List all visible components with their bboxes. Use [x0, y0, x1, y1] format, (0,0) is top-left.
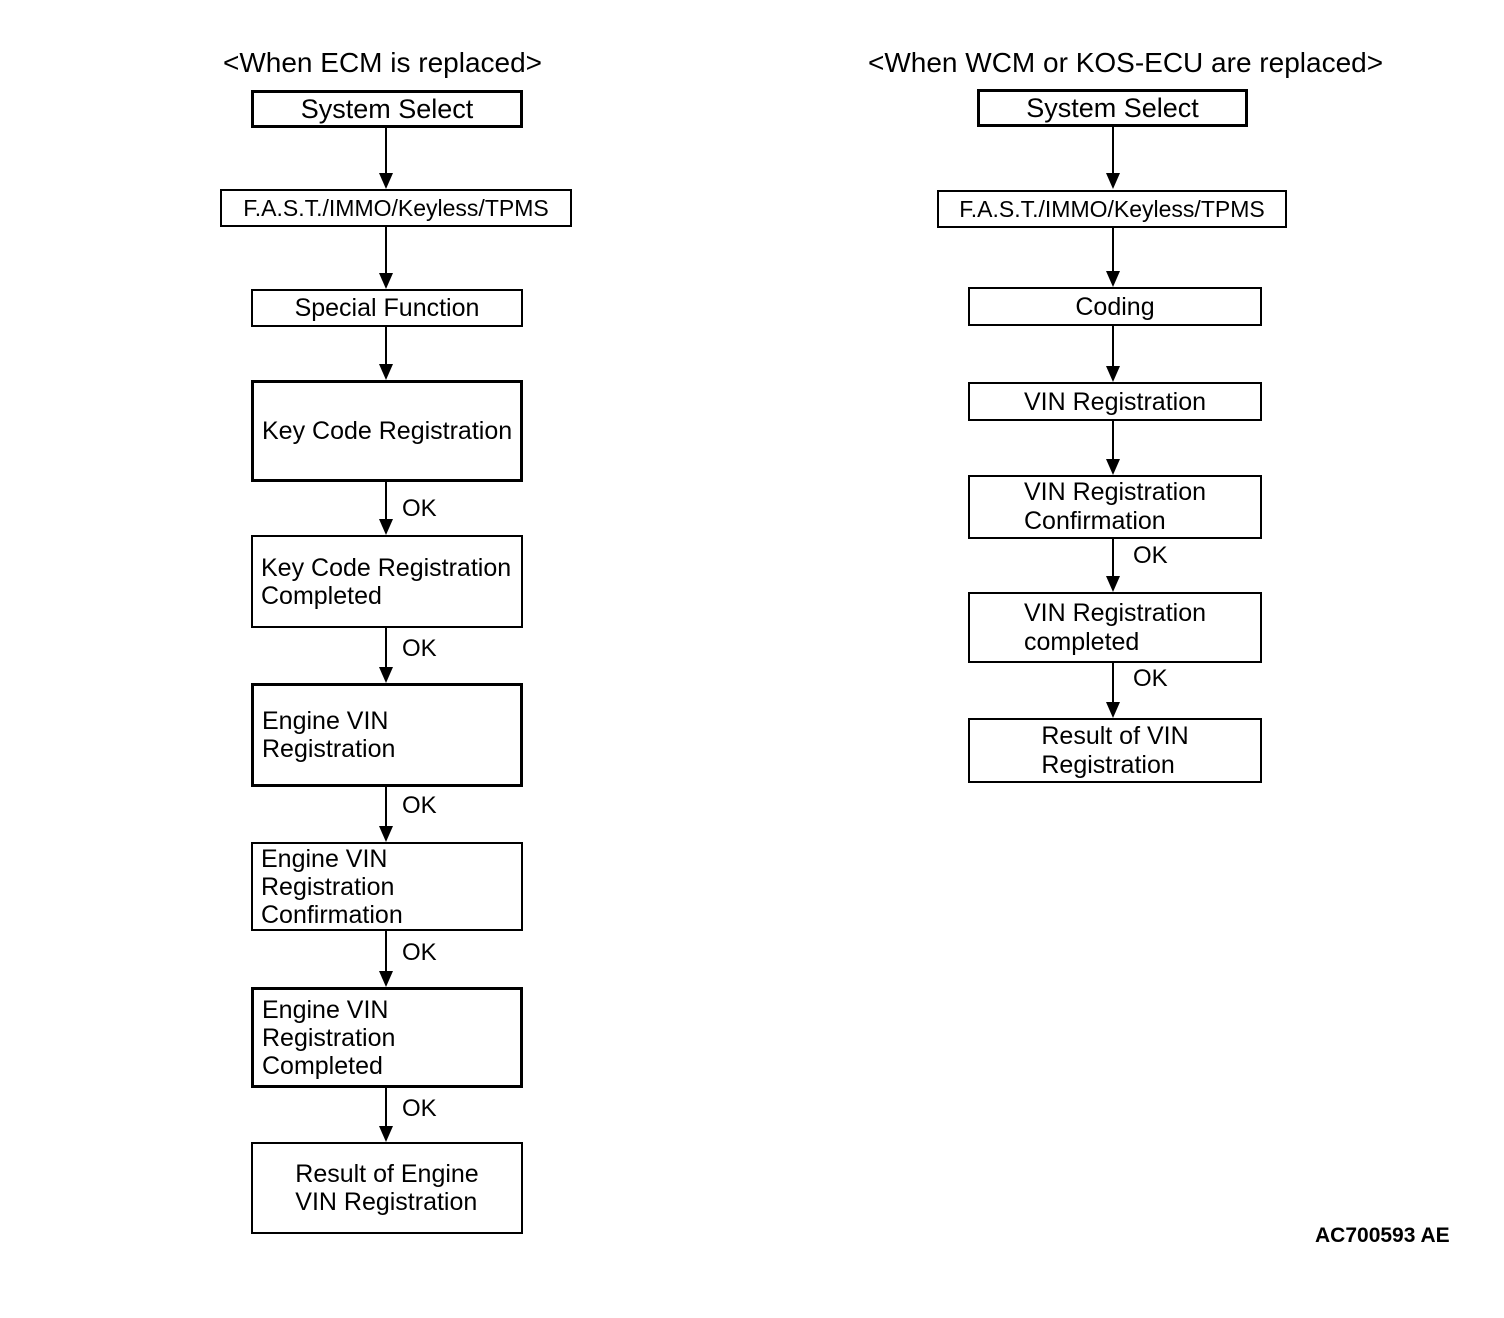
node-system-select-left: System Select [251, 90, 523, 128]
ok-label: OK [1133, 665, 1168, 692]
arrow-down-icon [385, 128, 387, 173]
arrow-down-icon [1112, 663, 1114, 702]
node-vin-registration: VIN Registration [968, 382, 1262, 421]
ok-label: OK [402, 792, 437, 819]
ok-label: OK [402, 939, 437, 966]
node-fast-immo-keyless-tpms-right: F.A.S.T./IMMO/Keyless/TPMS [937, 190, 1287, 228]
node-key-code-registration: Key Code Registration [251, 380, 523, 482]
node-result-of-vin-registration: Result of VIN Registration [968, 718, 1262, 783]
right-column-title: <When WCM or KOS-ECU are replaced> [868, 47, 1384, 78]
node-vin-registration-confirmation: VIN Registration Confirmation [968, 475, 1262, 539]
arrow-down-icon [385, 227, 387, 273]
node-fast-immo-keyless-tpms-left: F.A.S.T./IMMO/Keyless/TPMS [220, 189, 572, 227]
ok-label: OK [402, 495, 437, 522]
arrow-down-icon [385, 1088, 387, 1126]
arrow-down-icon [1112, 228, 1114, 271]
node-key-code-registration-completed: Key Code Registration Completed [251, 535, 523, 628]
ok-label: OK [402, 1095, 437, 1122]
arrow-down-icon [1112, 127, 1114, 173]
arrow-down-icon [385, 628, 387, 667]
node-special-function: Special Function [251, 289, 523, 327]
node-result-of-engine-vin-registration: Result of Engine VIN Registration [251, 1142, 523, 1234]
left-column-title: <When ECM is replaced> [223, 47, 543, 78]
arrow-down-icon [385, 327, 387, 364]
ok-label: OK [1133, 542, 1168, 569]
node-engine-vin-registration-confirmation: Engine VIN Registration Confirmation [251, 842, 523, 931]
node-vin-registration-completed: VIN Registration completed [968, 592, 1262, 663]
figure-code: AC700593 AE [1315, 1224, 1450, 1247]
node-engine-vin-registration: Engine VIN Registration [251, 683, 523, 787]
arrow-down-icon [385, 482, 387, 519]
arrow-down-icon [385, 787, 387, 826]
arrow-down-icon [1112, 326, 1114, 366]
ok-label: OK [402, 635, 437, 662]
arrow-down-icon [1112, 539, 1114, 576]
node-coding: Coding [968, 287, 1262, 326]
arrow-down-icon [385, 931, 387, 971]
arrow-down-icon [1112, 421, 1114, 459]
node-system-select-right: System Select [977, 89, 1248, 127]
node-engine-vin-registration-completed: Engine VIN Registration Completed [251, 987, 523, 1088]
